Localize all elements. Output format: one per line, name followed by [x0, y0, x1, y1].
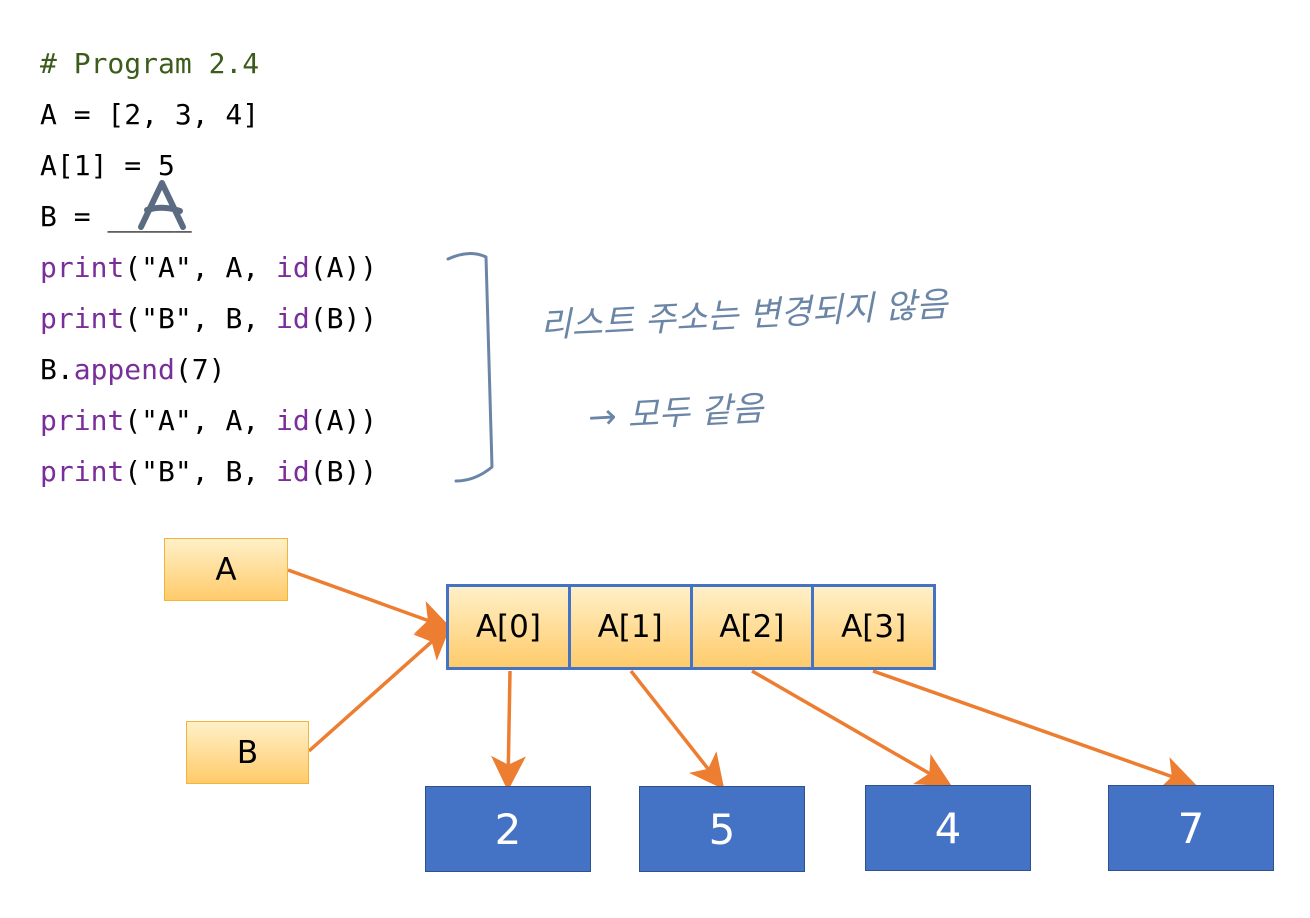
- handwritten-note-line-1: 리스트 주소는 변경되지 않음: [539, 284, 949, 346]
- id-args: (A)): [309, 251, 378, 284]
- code-line-b-assign: B = _____: [40, 180, 377, 242]
- id-keyword: id: [276, 455, 310, 488]
- print-args: ("A", A,: [124, 251, 277, 284]
- code-block: # Program 2.4 A = [2, 3, 4] A[1] = 5 B =…: [40, 38, 377, 497]
- id-keyword: id: [276, 404, 310, 437]
- arrow-a-to-list: [287, 568, 453, 634]
- id-args: (B)): [309, 455, 378, 488]
- b-assign-prefix: B =: [40, 200, 108, 233]
- list-cell-2: A[2]: [692, 587, 815, 667]
- list-cell-1: A[1]: [570, 587, 693, 667]
- value-object-3: 7: [1108, 785, 1274, 871]
- variable-b-box: B: [186, 721, 309, 784]
- code-line-print-a-2: print("A", A, id(A)): [40, 395, 377, 446]
- list-cell-3: A[3]: [814, 587, 933, 667]
- print-keyword: print: [40, 302, 125, 335]
- append-keyword: append: [73, 353, 175, 386]
- id-keyword: id: [276, 302, 310, 335]
- print-args: ("B", B,: [124, 302, 277, 335]
- code-line-index-assign: A[1] = 5: [40, 149, 175, 182]
- print-keyword: print: [40, 404, 125, 437]
- arrow-a2-to-value: [751, 669, 953, 787]
- arrow-b-to-list: [307, 624, 452, 753]
- arrow-a3-to-value: [872, 669, 1197, 791]
- append-target: B.: [40, 353, 74, 386]
- id-args: (A)): [309, 404, 378, 437]
- code-line-list-assign: A = [2, 3, 4]: [40, 98, 260, 131]
- value-object-1: 5: [639, 786, 805, 872]
- print-keyword: print: [40, 251, 125, 284]
- fill-in-blank: _____: [107, 180, 192, 242]
- code-line-print-b-2: print("B", B, id(B)): [40, 446, 377, 497]
- value-object-2: 4: [865, 785, 1031, 871]
- print-keyword: print: [40, 455, 125, 488]
- handwritten-note-line-2: → 모두 같음: [587, 388, 765, 438]
- append-arg: (7): [174, 353, 226, 386]
- list-cells-row: A[0] A[1] A[2] A[3]: [446, 584, 936, 670]
- arrow-a0-to-value: [490, 670, 526, 791]
- id-args: (B)): [309, 302, 378, 335]
- handwritten-bracket: [446, 252, 494, 483]
- code-comment: # Program 2.4: [40, 47, 260, 80]
- print-args: ("B", B,: [124, 455, 277, 488]
- list-cell-0: A[0]: [449, 587, 571, 667]
- id-keyword: id: [276, 251, 310, 284]
- code-line-append: B.append(7): [40, 344, 377, 395]
- handwritten-answer-a: [138, 180, 187, 230]
- code-line-print-a-1: print("A", A, id(A)): [40, 242, 377, 293]
- print-args: ("A", A,: [124, 404, 277, 437]
- arrow-a1-to-value: [629, 669, 725, 790]
- value-object-0: 2: [425, 786, 591, 872]
- variable-a-box: A: [164, 538, 288, 601]
- code-line-print-b-1: print("B", B, id(B)): [40, 293, 377, 344]
